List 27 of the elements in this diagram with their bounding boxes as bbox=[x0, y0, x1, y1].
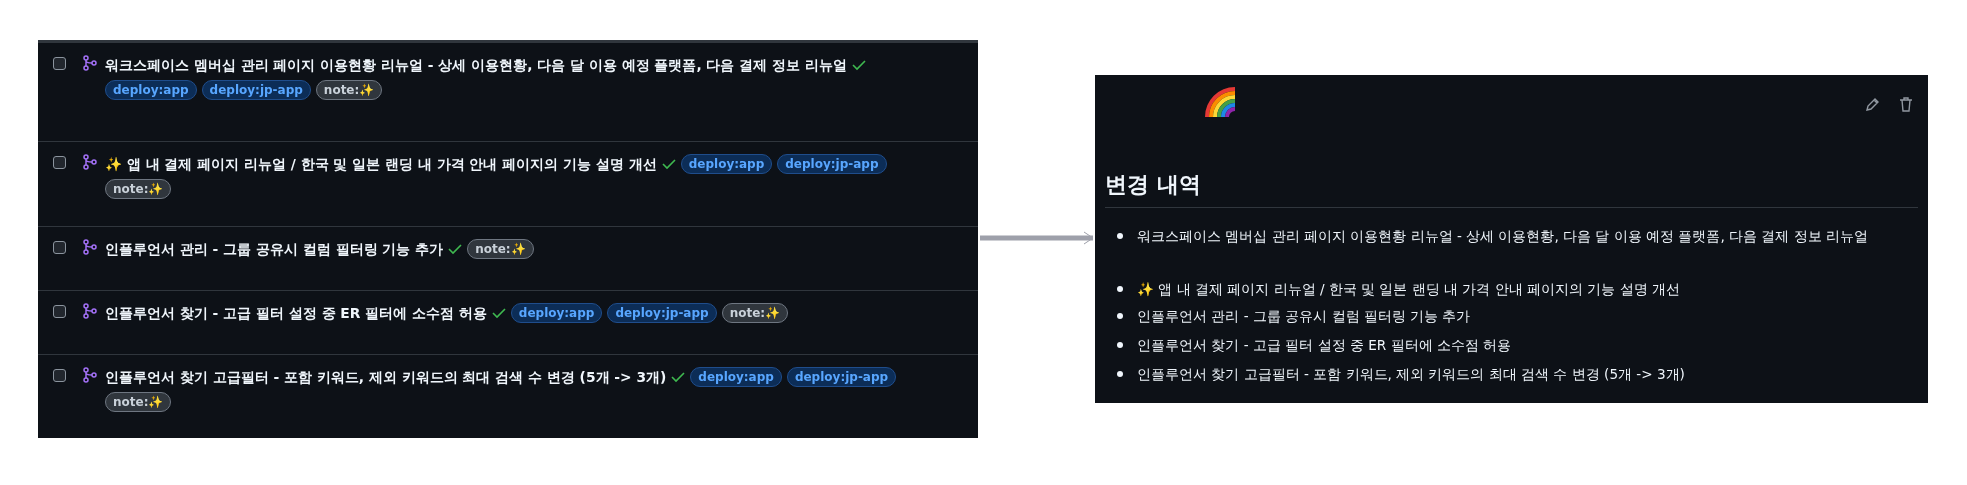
label-badge: deploy:jp-app bbox=[201, 80, 311, 100]
arrow bbox=[980, 231, 1094, 245]
label-badge: note:✨ bbox=[467, 239, 534, 259]
label-badge: deploy:app bbox=[690, 367, 782, 387]
pull-request-title: ✨ 앱 내 결제 페이지 리뉴얼 / 한국 및 일본 랜딩 내 가격 안내 페이지의 기능 설명 개선 bbox=[105, 155, 657, 174]
label-badge: deploy:app bbox=[680, 154, 773, 174]
label-badge: note:✨ bbox=[315, 80, 383, 100]
section-heading: 변경 내역 bbox=[1105, 171, 1201, 199]
pull-request-title: 인플루언서 찾기 - 고급 필터 설정 중 ER 필터에 소수점 허용 bbox=[105, 304, 487, 323]
label-badge: note:✨ bbox=[105, 179, 172, 199]
label-badge: note:✨ bbox=[721, 303, 789, 323]
release-note-panel bbox=[1095, 75, 1928, 403]
list-item: 워크스페이스 멤버십 관리 페이지 이용현황 리뉴얼 - 상세 이용현황, 다음 달 이용 예정 플랫폼, 다음 결제 정보 리뉴얼 bbox=[1115, 225, 1868, 247]
pull-request-title: 워크스페이스 멤버십 관리 페이지 이용현황 리뉴얼 - 상세 이용현황, 다음 달 이용 예정 플랫폼, 다음 결제 정보 리뉴얼 bbox=[105, 56, 847, 75]
label-badge: deploy:app bbox=[105, 80, 197, 100]
label-badge: deploy:jp-app bbox=[607, 303, 717, 323]
list-panel bbox=[38, 40, 978, 438]
list-item: 인플루언서 찾기 고급필터 - 포함 키워드, 제외 키워드의 최대 검색 수 변경 (5개 -> 3개) bbox=[1115, 363, 1685, 385]
pull-request-title: 인플루언서 관리 - 그룹 공유시 컬럼 필터링 기능 추가 bbox=[105, 240, 444, 259]
label-badge: deploy:app bbox=[510, 303, 603, 323]
list-item: 인플루언서 관리 - 그룹 공유시 컬럼 필터링 기능 추가 bbox=[1115, 305, 1471, 327]
label-badge: deploy:jp-app bbox=[786, 367, 897, 387]
list-item: ✨ 앱 내 결제 페이지 리뉴얼 / 한국 및 일본 랜딩 내 가격 안내 페이지의 기능 설명 개선 bbox=[1115, 278, 1681, 300]
label-badge: deploy:jp-app bbox=[777, 154, 887, 174]
label-badge: note:✨ bbox=[105, 392, 172, 412]
list-item: 인플루언서 찾기 - 고급 필터 설정 중 ER 필터에 소수점 허용 bbox=[1115, 334, 1512, 356]
pull-request-title: 인플루언서 찾기 고급필터 - 포함 키워드, 제외 키워드의 최대 검색 수 변경 (5개 -> 3개) bbox=[105, 368, 667, 387]
